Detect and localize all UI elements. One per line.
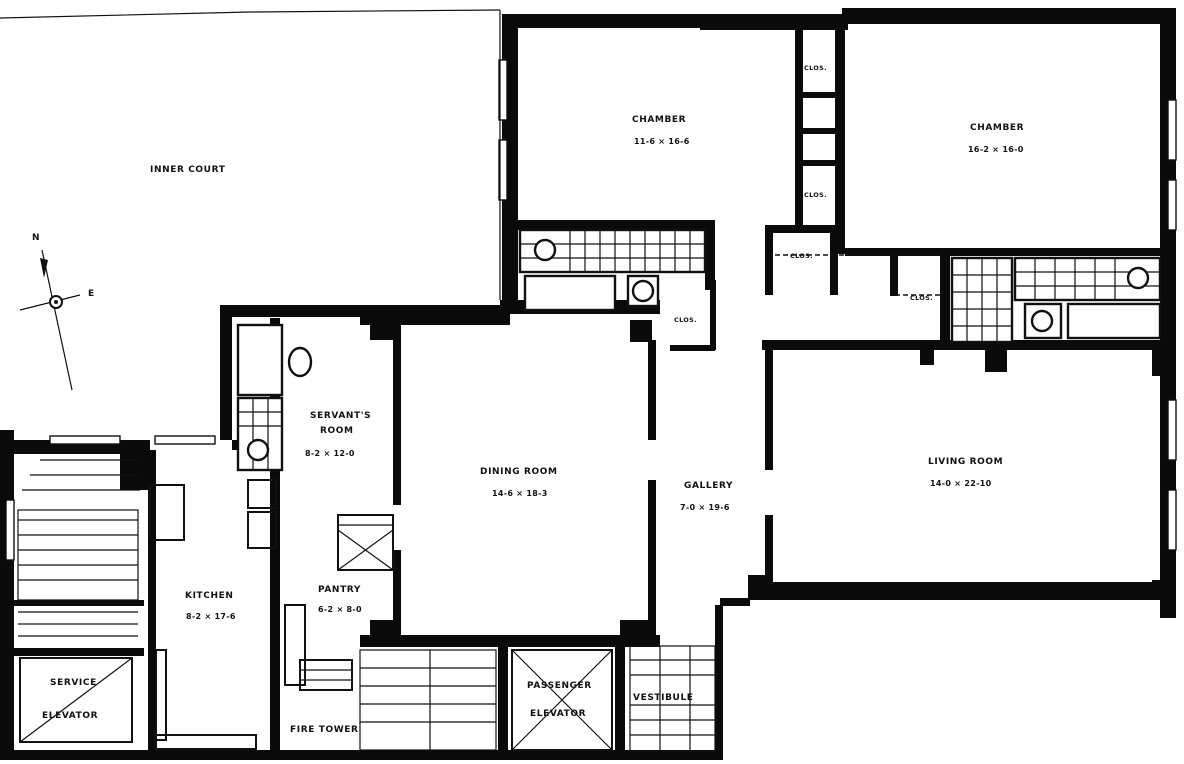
toilet-icon [1030, 309, 1054, 333]
closet-label-4: CLOS. [674, 316, 697, 324]
service-elevator-name-1: SERVICE [50, 678, 97, 688]
living-room-name: LIVING ROOM [928, 457, 1003, 467]
staircase [17, 459, 140, 637]
bathroom-2 [950, 256, 1162, 344]
bathtub-icon [523, 274, 617, 312]
chamber-1-name: CHAMBER [632, 115, 686, 125]
servants-bath [236, 323, 313, 472]
bathroom-1 [518, 228, 707, 312]
interior-details [0, 9, 940, 752]
dining-room-name: DINING ROOM [480, 467, 558, 477]
sink-icon [1126, 266, 1150, 290]
chamber-2-name: CHAMBER [970, 123, 1024, 133]
pantry-name: PANTRY [318, 585, 361, 595]
kitchen-size: 8-2 × 17-6 [186, 612, 236, 621]
dining-room-size: 14-6 × 18-3 [492, 489, 548, 498]
toilet-icon [287, 346, 313, 378]
sink-icon [533, 238, 557, 262]
servants-room-name-2: ROOM [320, 426, 354, 436]
vestibule-name: VESTIBULE [633, 693, 694, 703]
passenger-elevator-shaft [511, 649, 613, 751]
compass-east-label: E [88, 289, 95, 299]
service-elevator-name-2: ELEVATOR [42, 711, 98, 721]
interior-walls [14, 24, 1170, 760]
pantry-size: 6-2 × 8-0 [318, 605, 362, 614]
inner-court-label: INNER COURT [150, 165, 226, 175]
exterior-walls [0, 8, 1176, 760]
chamber-1-size: 11-6 × 16-6 [634, 137, 690, 146]
bathtub-icon [236, 323, 284, 397]
kitchen-name: KITCHEN [185, 591, 233, 601]
compass-north-label: N [32, 233, 40, 243]
passenger-elevator-name-2: ELEVATOR [530, 709, 586, 719]
bathtub-icon [1066, 302, 1162, 340]
north-arrow-icon [40, 258, 48, 278]
closet-label-1: CLOS. [804, 64, 827, 72]
fire-tower-name: FIRE TOWER [290, 725, 359, 735]
passenger-elevator-name-1: PASSENGER [527, 681, 592, 691]
vestibule-floor [629, 645, 716, 752]
living-room-size: 14-0 × 22-10 [930, 479, 992, 488]
closet-label-5: CLOS. [910, 294, 933, 302]
compass: N E [19, 233, 95, 391]
closet-label-2: CLOS. [804, 191, 827, 199]
service-elevator-shaft [19, 657, 133, 743]
windows [5, 59, 1177, 561]
servants-room-size: 8-2 × 12-0 [305, 449, 355, 458]
servants-room-name-1: SERVANT'S [310, 411, 371, 421]
gallery-name: GALLERY [684, 481, 733, 491]
gallery-size: 7-0 × 19-6 [680, 503, 730, 512]
chamber-2-size: 16-2 × 16-0 [968, 145, 1024, 154]
toilet-icon [631, 279, 655, 303]
closet-label-3: CLOS. [790, 252, 813, 260]
sink-icon [246, 438, 270, 462]
